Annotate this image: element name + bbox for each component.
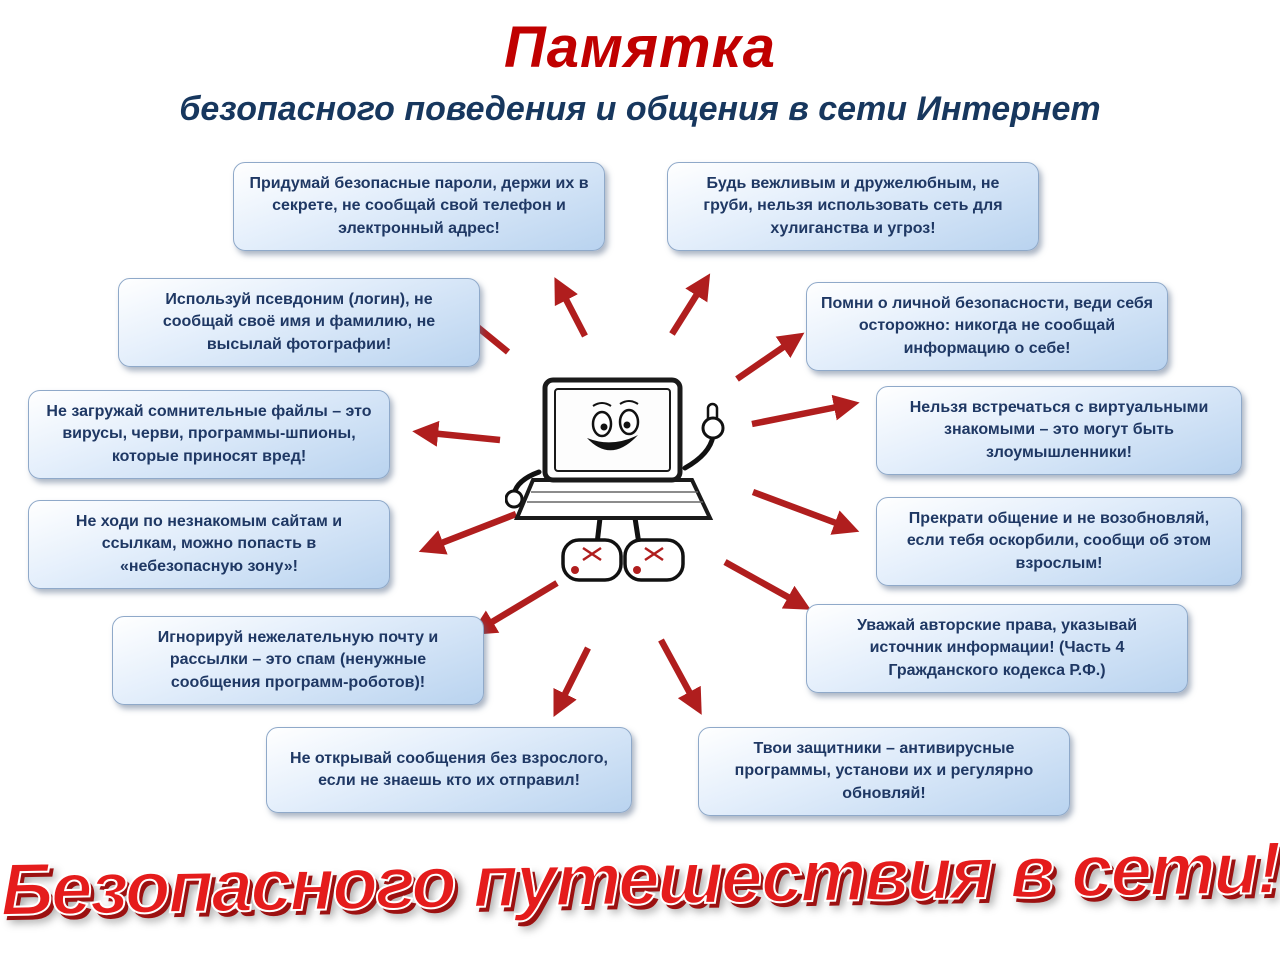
tip-box-personal-safety: Помни о личной безопасности, веди себя о… <box>806 282 1168 372</box>
tip-text: Прекрати общение и не возобновляй, если … <box>906 510 1212 572</box>
tip-box-politeness: Будь вежливым и дружелюбным, не груби, н… <box>667 162 1039 252</box>
tip-text: Придумай безопасные пароли, держи их в с… <box>249 175 589 237</box>
arrow-icon <box>751 488 860 535</box>
tip-text: Будь вежливым и дружелюбным, не груби, н… <box>703 175 1003 237</box>
tip-text: Твои защитники – антивирусные программы,… <box>734 740 1034 802</box>
poster-subtitle: безопасного поведения и общения в сети И… <box>179 90 1101 128</box>
tip-text: Используй псевдоним (логин), не сообщай … <box>162 291 436 353</box>
tip-text: Не ходи по незнакомым сайтам и ссылкам, … <box>75 513 343 575</box>
tip-box-spam: Игнорируй нежелательную почту и рассылки… <box>112 616 484 706</box>
tip-box-virtual-strangers: Нельзя встречаться с виртуальными знаком… <box>876 386 1242 476</box>
tip-box-passwords: Придумай безопасные пароли, держи их в с… <box>233 162 605 252</box>
arrow-icon <box>735 332 805 382</box>
tip-text: Помни о личной безопасности, веди себя о… <box>821 295 1153 357</box>
arrow-icon <box>554 277 588 338</box>
tip-box-suspicious-files: Не загружай сомнительные файлы – это вир… <box>28 390 390 480</box>
arrow-icon <box>418 510 518 555</box>
arrow-icon <box>553 646 591 717</box>
arrow-icon <box>751 394 860 428</box>
tip-box-pseudonym: Используй псевдоним (логин), не сообщай … <box>118 278 480 368</box>
tip-text: Нельзя встречаться с виртуальными знаком… <box>909 399 1209 461</box>
tip-box-unknown-messages: Не открывай сообщения без взрослого, есл… <box>266 727 632 813</box>
laptop-character-icon <box>504 372 745 602</box>
arrow-icon <box>412 420 501 447</box>
poster-footer: Безопасного путешествия в сети! <box>0 825 1280 932</box>
poster-title: Памятка <box>504 15 776 80</box>
tip-box-stop-communication: Прекрати общение и не возобновляй, если … <box>876 497 1242 587</box>
tip-text: Не загружай сомнительные файлы – это вир… <box>46 403 372 465</box>
tip-text: Игнорируй нежелательную почту и рассылки… <box>157 629 439 691</box>
tip-box-unknown-sites: Не ходи по незнакомым сайтам и ссылкам, … <box>28 500 390 590</box>
tip-text: Уважай авторские права, указывай источни… <box>856 617 1138 679</box>
arrow-icon <box>658 638 702 715</box>
tip-text: Не открывай сообщения без взрослого, есл… <box>290 749 608 789</box>
tip-box-copyright: Уважай авторские права, указывай источни… <box>806 604 1188 694</box>
arrow-icon <box>669 273 711 336</box>
tip-box-antivirus: Твои защитники – антивирусные программы,… <box>698 727 1070 817</box>
